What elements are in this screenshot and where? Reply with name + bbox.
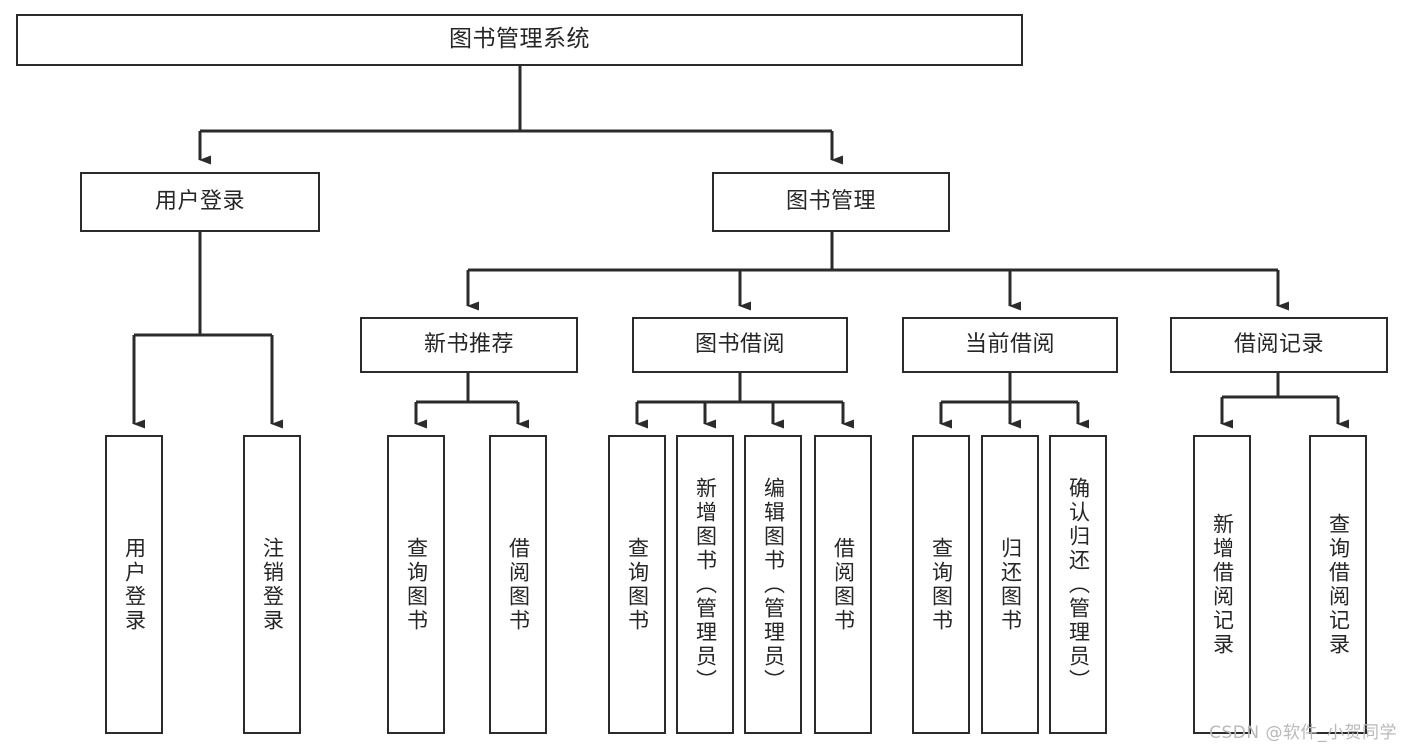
node-leaf-add-borrow-record-label: 新增借阅记录 (1210, 512, 1235, 657)
node-leaf-recommend-borrow-book[interactable]: 借阅图书 (489, 435, 547, 734)
node-leaf-edit-book-admin[interactable]: 编辑图书（管理员） (744, 435, 802, 734)
node-leaf-add-book-admin[interactable]: 新增图书（管理员） (676, 435, 734, 734)
node-root-book-management-system[interactable]: 图书管理系统 (16, 14, 1023, 66)
node-leaf-add-book-admin-label: 新增图书（管理员） (693, 476, 718, 693)
node-leaf-recommend-query-book-label: 查询图书 (404, 536, 429, 633)
node-leaf-logout-label: 注销登录 (260, 536, 285, 633)
node-leaf-recommend-query-book[interactable]: 查询图书 (387, 435, 445, 734)
node-leaf-add-borrow-record[interactable]: 新增借阅记录 (1193, 435, 1251, 734)
node-leaf-query-borrow-record[interactable]: 查询借阅记录 (1309, 435, 1367, 734)
node-root-label: 图书管理系统 (449, 26, 590, 53)
node-leaf-user-login-label: 用户登录 (122, 536, 147, 633)
node-leaf-query-borrow-record-label: 查询借阅记录 (1326, 512, 1351, 657)
node-leaf-user-login[interactable]: 用户登录 (105, 435, 163, 734)
node-book-management-label: 图书管理 (785, 189, 876, 215)
node-leaf-borrow-query-book-label: 查询图书 (625, 536, 650, 633)
node-current-borrow[interactable]: 当前借阅 (902, 317, 1118, 373)
node-leaf-confirm-return-admin[interactable]: 确认归还（管理员） (1049, 435, 1107, 734)
node-leaf-return-book-label: 归还图书 (998, 536, 1023, 633)
node-borrow-record-label: 借阅记录 (1233, 332, 1324, 358)
node-user-login-label: 用户登录 (154, 189, 245, 215)
node-new-book-recommend-label: 新书推荐 (423, 332, 514, 358)
node-current-borrow-label: 当前借阅 (964, 332, 1055, 358)
node-book-borrow[interactable]: 图书借阅 (632, 317, 848, 373)
node-new-book-recommend[interactable]: 新书推荐 (360, 317, 578, 373)
node-leaf-recommend-borrow-book-label: 借阅图书 (506, 536, 531, 633)
node-borrow-record[interactable]: 借阅记录 (1170, 317, 1388, 373)
node-user-login[interactable]: 用户登录 (80, 172, 320, 232)
node-leaf-current-query-book-label: 查询图书 (929, 536, 954, 633)
node-book-management[interactable]: 图书管理 (712, 172, 950, 232)
node-leaf-borrow-query-book[interactable]: 查询图书 (608, 435, 666, 734)
node-leaf-borrow-book-label: 借阅图书 (831, 536, 856, 633)
node-leaf-borrow-book[interactable]: 借阅图书 (814, 435, 872, 734)
node-leaf-return-book[interactable]: 归还图书 (981, 435, 1039, 734)
node-book-borrow-label: 图书借阅 (694, 332, 785, 358)
node-leaf-current-query-book[interactable]: 查询图书 (912, 435, 970, 734)
node-leaf-confirm-return-admin-label: 确认归还（管理员） (1066, 476, 1091, 693)
node-leaf-edit-book-admin-label: 编辑图书（管理员） (761, 476, 786, 693)
node-leaf-logout[interactable]: 注销登录 (243, 435, 301, 734)
